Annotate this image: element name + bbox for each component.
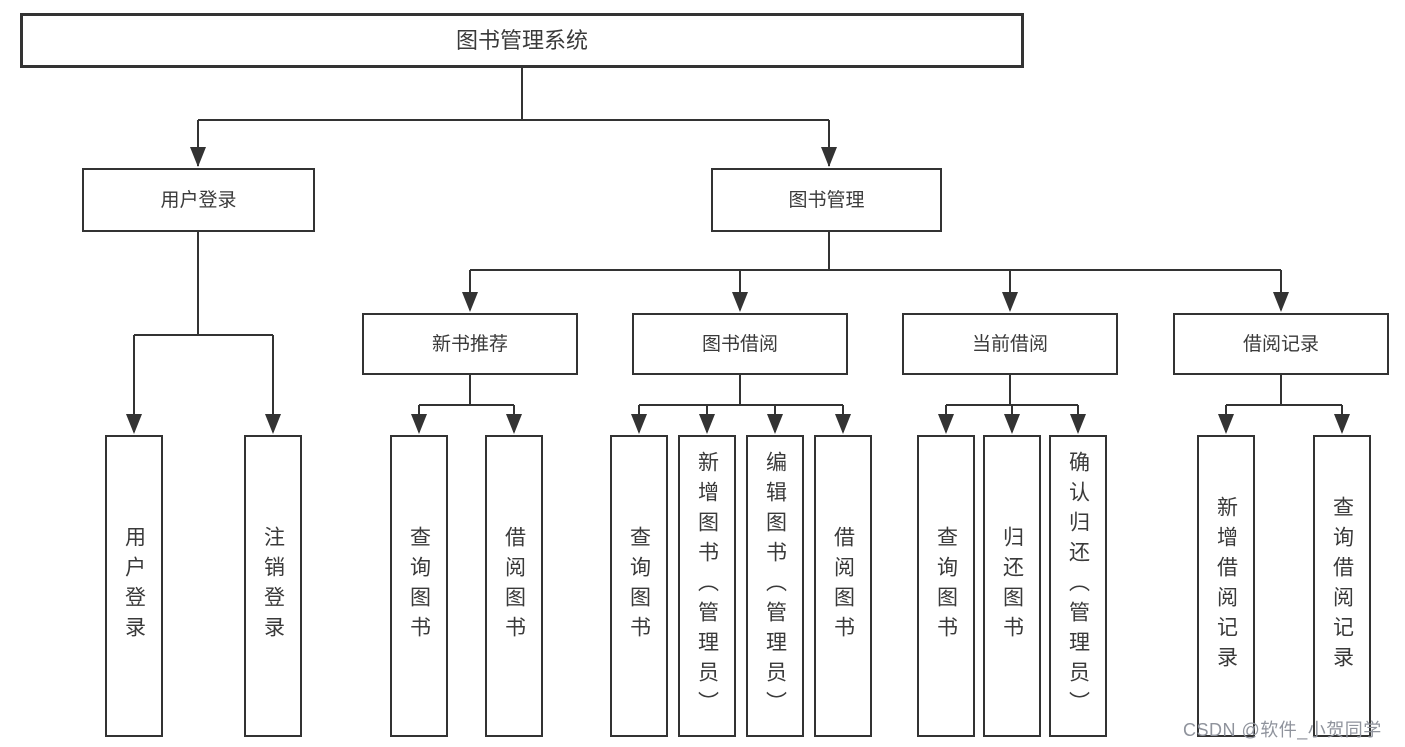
leaf-query-borrow-record: 查询借阅记录 <box>1313 435 1371 737</box>
tree-edges <box>133 68 1343 432</box>
node-label: 查询图书 <box>934 526 958 646</box>
leaf-borrow-books-recommend: 借阅图书 <box>485 435 543 737</box>
leaf-add-book-admin: 新增图书（管理员） <box>678 435 736 737</box>
leaf-query-books-current: 查询图书 <box>917 435 975 737</box>
leaf-add-borrow-record: 新增借阅记录 <box>1197 435 1255 737</box>
node-label: 查询图书 <box>627 526 651 646</box>
leaf-borrow-books: 借阅图书 <box>814 435 872 737</box>
node-book-borrowing: 图书借阅 <box>632 313 848 375</box>
leaf-query-books-borrow: 查询图书 <box>610 435 668 737</box>
node-label: 新书推荐 <box>431 333 508 355</box>
node-label: 确认归还（管理员） <box>1066 451 1090 721</box>
node-library-system: 图书管理系统 <box>20 13 1024 68</box>
node-label: 查询借阅记录 <box>1330 496 1354 676</box>
node-label: 新增图书（管理员） <box>695 451 719 721</box>
node-book-management: 图书管理 <box>711 168 942 232</box>
node-label: 用户登录 <box>160 189 237 211</box>
node-label: 图书借阅 <box>701 333 778 355</box>
node-label: 当前借阅 <box>971 333 1048 355</box>
csdn-watermark: CSDN @软件_小贺同学 <box>1183 720 1382 740</box>
leaf-edit-book-admin: 编辑图书（管理员） <box>746 435 804 737</box>
arrowheads <box>126 147 1350 434</box>
leaf-logout: 注销登录 <box>244 435 302 737</box>
node-label: 查询图书 <box>407 526 431 646</box>
node-label: 归还图书 <box>1000 526 1024 646</box>
leaf-user-login: 用户登录 <box>105 435 163 737</box>
node-borrowing-records: 借阅记录 <box>1173 313 1389 375</box>
leaf-query-books-recommend: 查询图书 <box>390 435 448 737</box>
node-label: 图书管理 <box>788 189 865 211</box>
node-label: 注销登录 <box>261 526 285 646</box>
leaf-return-books: 归还图书 <box>983 435 1041 737</box>
node-new-book-recommendation: 新书推荐 <box>362 313 578 375</box>
node-user-login: 用户登录 <box>82 168 315 232</box>
node-label: 借阅图书 <box>502 526 526 646</box>
node-current-borrowing: 当前借阅 <box>902 313 1118 375</box>
node-label: 用户登录 <box>122 526 146 646</box>
node-label: 编辑图书（管理员） <box>763 451 787 721</box>
node-label: 图书管理系统 <box>455 27 588 53</box>
node-label: 新增借阅记录 <box>1214 496 1238 676</box>
node-label: 借阅记录 <box>1242 333 1319 355</box>
leaf-confirm-return-admin: 确认归还（管理员） <box>1049 435 1107 737</box>
node-label: 借阅图书 <box>831 526 855 646</box>
